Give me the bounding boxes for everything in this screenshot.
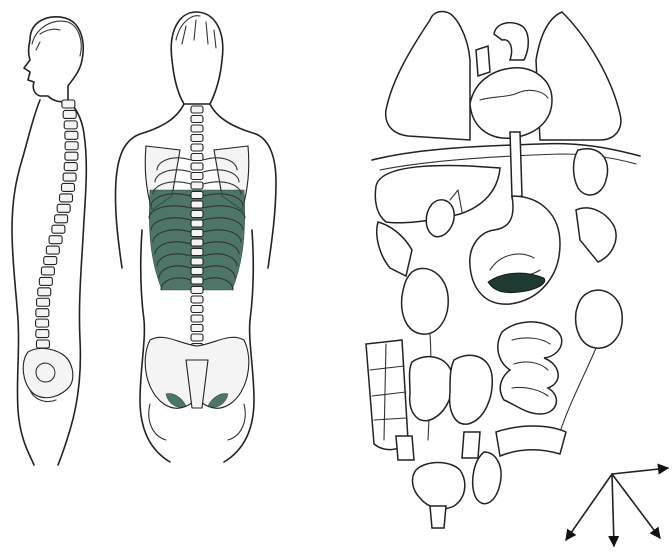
spleen <box>574 149 608 195</box>
posterior-vertebra <box>191 173 203 180</box>
posterior-vertebra <box>191 277 203 284</box>
bladder <box>413 463 465 509</box>
posterior-vertebra <box>191 125 203 132</box>
right-ovary-tube <box>462 432 480 458</box>
posterior-vertebra <box>191 154 203 161</box>
gallbladder <box>426 200 454 237</box>
posterior-vertebra <box>191 135 203 142</box>
lateral-spine-figure <box>12 17 86 465</box>
lateral-vertebra <box>65 152 78 160</box>
descending-colon <box>496 426 566 456</box>
left-lung <box>386 11 470 140</box>
lateral-vertebra <box>36 330 49 338</box>
right-lung <box>536 12 621 140</box>
lateral-vertebra <box>62 100 75 108</box>
esophagus <box>510 132 522 198</box>
posterior-vertebra <box>191 287 203 294</box>
posterior-vertebra <box>191 334 203 341</box>
lateral-vertebra <box>49 236 62 244</box>
direction-arrows <box>566 468 668 546</box>
posterior-vertebra <box>191 306 203 313</box>
right-adrenal <box>377 222 412 276</box>
posterior-vertebra <box>191 163 203 170</box>
right-kidney <box>402 268 449 334</box>
arrow-down <box>612 474 614 546</box>
trachea <box>476 46 490 76</box>
posterior-vertebra <box>191 249 203 256</box>
posterior-vertebra <box>191 239 203 246</box>
posterior-vertebra <box>191 315 203 322</box>
posterior-vertebra <box>191 268 203 275</box>
left-ureter <box>560 348 596 432</box>
lateral-vertebrae <box>36 100 79 348</box>
left-adrenal <box>576 208 616 262</box>
small-intestine <box>498 322 562 414</box>
sigmoid-segment <box>410 357 453 421</box>
lateral-vertebra <box>39 277 52 285</box>
arrow-right <box>612 468 668 474</box>
lateral-vertebra <box>63 110 76 118</box>
lateral-vertebra <box>63 173 76 181</box>
posterior-vertebra <box>191 182 203 189</box>
lateral-vertebra <box>62 183 75 191</box>
arrow-down-left <box>566 474 612 540</box>
posterior-vertebra <box>191 116 203 123</box>
posterior-head-outline <box>171 12 223 104</box>
lateral-vertebra <box>41 267 54 275</box>
transverse-loop <box>450 355 493 424</box>
lateral-vertebra <box>52 225 65 233</box>
lateral-vertebra <box>64 163 77 171</box>
posterior-vertebra <box>191 258 203 265</box>
lateral-vertebra <box>36 340 49 348</box>
lateral-vertebra <box>46 246 59 254</box>
hip-joints <box>149 404 245 440</box>
aorta-arch <box>494 23 528 60</box>
lateral-vertebra <box>60 194 73 202</box>
posterior-vertebra <box>191 192 203 199</box>
lateral-vertebra <box>37 298 50 306</box>
posterior-hair <box>176 16 216 48</box>
left-ovary-tube <box>396 436 414 460</box>
lateral-vertebra <box>65 142 78 150</box>
arrow-down-right <box>612 474 660 538</box>
urethra <box>430 506 446 528</box>
lateral-vertebra <box>65 131 78 139</box>
lateral-vertebra <box>36 319 49 327</box>
lateral-vertebra <box>36 309 49 317</box>
lateral-vertebra <box>44 257 57 265</box>
organs-figure <box>366 11 640 528</box>
posterior-vertebra <box>191 201 203 208</box>
lateral-vertebra <box>57 204 70 212</box>
posterior-vertebra <box>191 296 203 303</box>
lateral-vertebra <box>55 215 68 223</box>
heart <box>470 68 552 138</box>
lateral-vertebra <box>38 288 51 296</box>
posterior-vertebra <box>191 211 203 218</box>
posterior-vertebra <box>191 106 203 113</box>
posterior-vertebra <box>191 144 203 151</box>
rectum <box>473 452 501 504</box>
left-kidney <box>576 290 623 348</box>
posterior-spine-figure <box>115 12 276 462</box>
posterior-vertebra <box>191 230 203 237</box>
posterior-vertebra <box>191 325 203 332</box>
lateral-hair <box>32 21 81 56</box>
posterior-vertebra <box>191 220 203 227</box>
lateral-vertebra <box>64 121 77 129</box>
